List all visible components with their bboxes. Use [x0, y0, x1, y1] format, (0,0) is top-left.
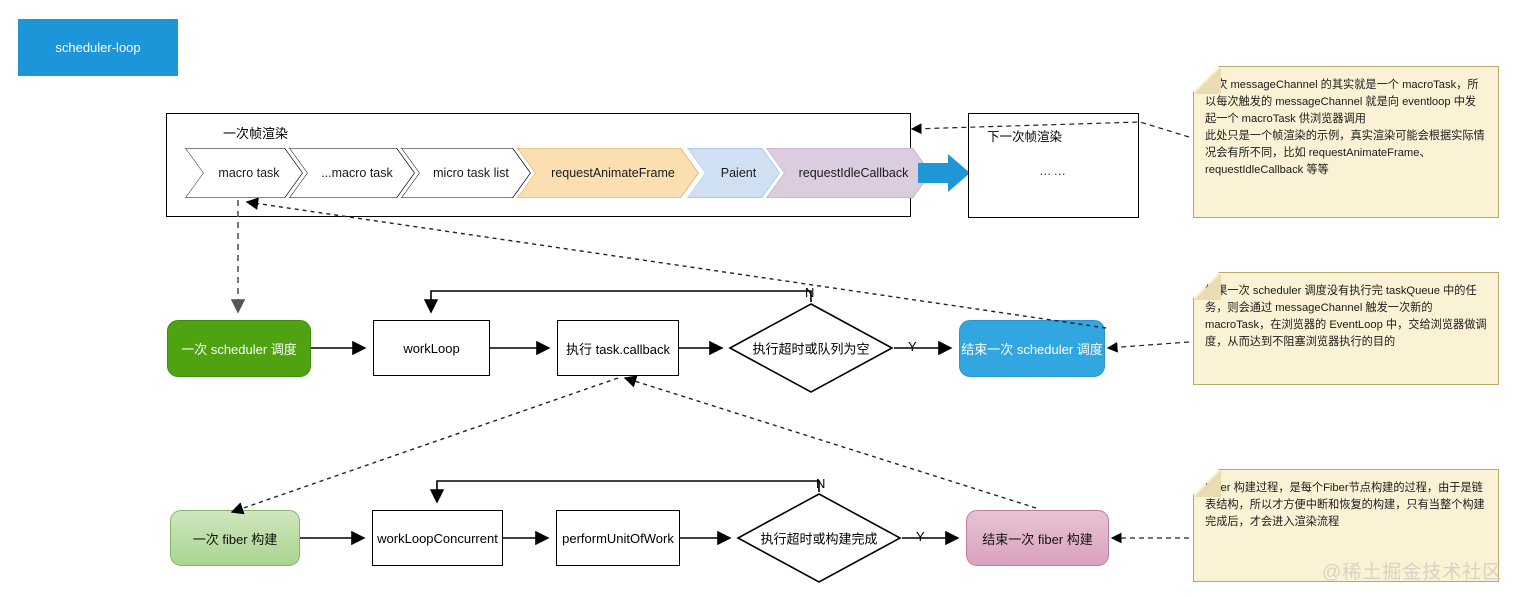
pipeline-step-request-idle-callback: requestIdleCallback	[766, 148, 931, 198]
dashed-note2-connector	[1106, 341, 1190, 353]
note-text: 一次 messageChannel 的其实就是一个 macroTask，所以每次…	[1205, 79, 1485, 176]
pipeline-step-label: requestAnimateFrame	[551, 166, 675, 180]
note-fold-corner	[1194, 67, 1221, 94]
chevron-fill	[767, 148, 930, 198]
pipeline-step-label: macro task	[218, 166, 280, 180]
note-text: 如果一次 scheduler 调度没有执行完 taskQueue 中的任务，则会…	[1205, 285, 1487, 348]
pipeline-step-micro-task-list: micro task list	[401, 148, 531, 198]
next-frame-container: 下一次帧渲染 ……	[968, 113, 1139, 218]
chevron-fill	[402, 148, 530, 197]
pipeline-step-label: requestIdleCallback	[798, 166, 909, 180]
node-label: 结束一次 scheduler 调度	[961, 342, 1103, 357]
arrow-head-icon	[948, 154, 970, 192]
chevron-fill	[186, 148, 302, 197]
node-label: 一次 fiber 构建	[192, 531, 278, 547]
fiber-branch-no-label: N	[816, 476, 826, 491]
scheduler-loop-label: scheduler-loop	[55, 40, 141, 55]
note-message-channel: 一次 messageChannel 的其实就是一个 macroTask，所以每次…	[1193, 66, 1499, 218]
chevron-fill	[518, 148, 698, 198]
arrow-shaft	[918, 163, 948, 183]
pipeline-step-macro-task: macro task	[185, 148, 303, 198]
node-scheduler-end: 结束一次 scheduler 调度	[959, 320, 1105, 377]
node-label: workLoopConcurrent	[377, 530, 498, 546]
decision-scheduler: 执行超时或队列为空	[728, 302, 894, 394]
note-fold-corner	[1194, 273, 1221, 300]
note-scheduler: 如果一次 scheduler 调度没有执行完 taskQueue 中的任务，则会…	[1193, 272, 1499, 385]
scheduler-loop-title: scheduler-loop	[18, 19, 178, 76]
node-fiber-end: 结束一次 fiber 构建	[966, 510, 1109, 566]
dashed-scheduler-end-to-macrotask	[245, 197, 1107, 329]
scheduler-branch-no-label: N	[805, 285, 815, 300]
pipeline-step-label: ...macro task	[321, 166, 393, 180]
next-frame-arrow	[918, 154, 970, 192]
note-text: Fiber 构建过程，是每个Fiber节点构建的过程，由于是链表结构，所以才方便…	[1205, 482, 1485, 528]
next-frame-title: 下一次帧渲染	[987, 130, 1063, 144]
watermark: @稀土掘金技术社区	[1322, 562, 1503, 583]
decision-label: 执行超时或队列为空	[752, 341, 870, 357]
chevron-fill	[290, 148, 414, 197]
pipeline-step-request-animate-frame: requestAnimateFrame	[517, 148, 699, 198]
node-label: workLoop	[403, 340, 460, 356]
dashed-fiber-end-to-callback	[623, 375, 1037, 509]
node-label: 执行 task.callback	[565, 341, 671, 357]
scheduler-branch-yes-label: Y	[908, 339, 917, 354]
note-fold-corner	[1194, 470, 1221, 497]
pipeline-step-more-macro-task: ...macro task	[289, 148, 415, 198]
node-label: 一次 scheduler 调度	[181, 342, 297, 357]
node-label: performUnitOfWork	[562, 530, 674, 546]
decision-label: 执行超时或构建完成	[760, 531, 878, 547]
frame-render-label: 一次帧渲染	[223, 126, 289, 141]
node-work-loop: workLoop	[373, 320, 490, 376]
diamond-shape	[736, 493, 902, 583]
node-execute-task-callback: 执行 task.callback	[557, 320, 679, 376]
node-label: 结束一次 fiber 构建	[982, 531, 1093, 547]
note-fiber: Fiber 构建过程，是每个Fiber节点构建的过程，由于是链表结构，所以才方便…	[1193, 469, 1499, 582]
fiber-branch-yes-label: Y	[916, 529, 925, 544]
decision-fiber: 执行超时或构建完成	[736, 492, 902, 584]
node-perform-unit-of-work: performUnitOfWork	[556, 510, 680, 566]
next-frame-dots: ……	[1039, 164, 1068, 178]
node-work-loop-concurrent: workLoopConcurrent	[372, 510, 503, 566]
pipeline-step-label: Paient	[720, 166, 757, 180]
node-scheduler-start: 一次 scheduler 调度	[167, 320, 311, 377]
node-fiber-start: 一次 fiber 构建	[170, 510, 300, 566]
dashed-callback-to-fiber-start	[230, 377, 619, 515]
pipeline-step-label: micro task list	[433, 166, 509, 180]
